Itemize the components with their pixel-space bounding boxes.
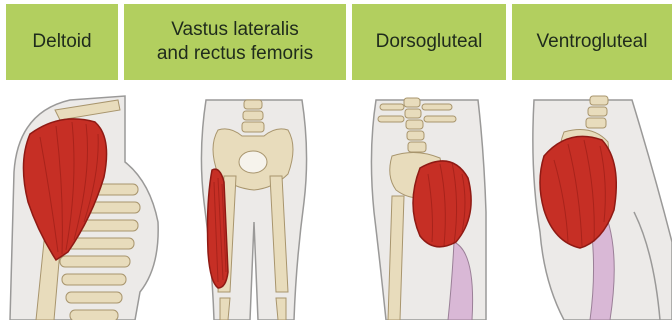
label-dorsogluteal: Dorsogluteal (352, 4, 506, 80)
dorsogluteal-svg (336, 92, 504, 320)
label-vastus-lateralis-rectus-femoris: Vastus lateralis and rectus femoris (124, 4, 346, 80)
label-dorsogluteal-text: Dorsogluteal (376, 30, 483, 54)
ventrogluteal-illustration (504, 92, 672, 320)
dorsogluteal-illustration (336, 92, 504, 320)
right-tibia (276, 298, 286, 320)
label-deltoid-text: Deltoid (32, 30, 91, 54)
deltoid-illustration (0, 92, 168, 320)
thigh-svg (168, 92, 336, 320)
deltoid-svg (0, 92, 168, 320)
left-tibia (220, 298, 230, 320)
spine-bones (242, 100, 264, 132)
label-deltoid: Deltoid (6, 4, 118, 80)
pelvis-opening (239, 151, 267, 173)
ventrogluteal-svg (504, 92, 672, 320)
thigh-illustration (168, 92, 336, 320)
label-vastus-text: Vastus lateralis and rectus femoris (157, 18, 313, 66)
label-ventrogluteal-text: Ventrogluteal (537, 30, 648, 54)
label-ventrogluteal: Ventrogluteal (512, 4, 672, 80)
